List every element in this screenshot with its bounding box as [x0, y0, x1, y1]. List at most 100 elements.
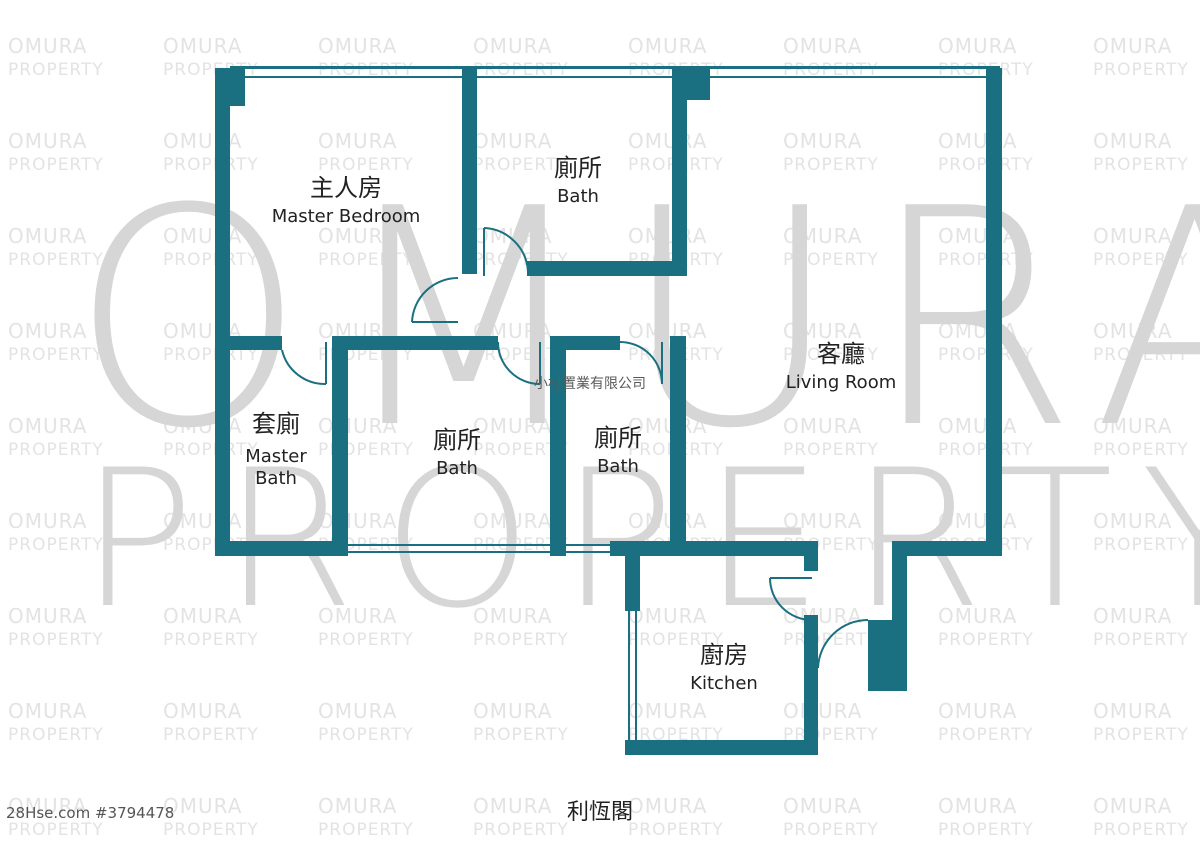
doors-and-windows — [281, 227, 869, 740]
kitchen-label: 廚房 Kitchen — [664, 641, 784, 695]
listing-id: 28Hse.com #3794478 — [6, 804, 175, 822]
watermark-tile-line1: OMURA — [783, 509, 863, 533]
watermark-tile-line1: OMURA — [1093, 34, 1173, 58]
watermark-tile-line1: OMURA — [938, 129, 1018, 153]
watermark-tile-line2: PROPERTY — [938, 630, 1034, 650]
watermark-tile-line1: OMURA — [938, 604, 1018, 628]
watermark-tile-line1: OMURA — [938, 699, 1018, 723]
watermark-tile-line2: PROPERTY — [318, 820, 414, 840]
watermark-tile-line2: PROPERTY — [8, 155, 104, 175]
watermark-tile-line1: OMURA — [1093, 794, 1173, 818]
watermark-tile-line1: OMURA — [473, 509, 553, 533]
watermark-tile-line2: PROPERTY — [1093, 250, 1189, 270]
watermark-tile-line2: PROPERTY — [938, 345, 1034, 365]
watermark-tile-line1: OMURA — [1093, 224, 1173, 248]
watermark-tile-line2: PROPERTY — [8, 820, 104, 840]
watermark-tile-line1: OMURA — [783, 224, 863, 248]
watermark-tile-line1: OMURA — [783, 699, 863, 723]
walls — [215, 66, 1002, 755]
watermark-tile-line2: PROPERTY — [318, 725, 414, 745]
watermark-tile-line2: PROPERTY — [1093, 155, 1189, 175]
watermark-tile-line2: PROPERTY — [163, 820, 259, 840]
watermark-tile-line2: PROPERTY — [1093, 60, 1189, 80]
kitchen-zh: 廚房 — [700, 641, 748, 669]
watermark-tile-line2: PROPERTY — [1093, 820, 1189, 840]
watermark-tile-line1: OMURA — [783, 34, 863, 58]
watermark-tile-line2: PROPERTY — [8, 60, 104, 80]
watermark-tile-line1: OMURA — [318, 699, 398, 723]
watermark-tile-line1: OMURA — [8, 509, 88, 533]
master-bedroom-zh: 主人房 — [310, 174, 382, 202]
watermark-tile-line1: OMURA — [8, 604, 88, 628]
watermark-tile-line1: OMURA — [473, 699, 553, 723]
watermark-tile-line1: OMURA — [318, 794, 398, 818]
watermark-tile-line1: OMURA — [628, 319, 708, 343]
master-bath-label: 套廁 Master Bath — [230, 410, 322, 490]
bath-top-zh: 廁所 — [554, 154, 602, 182]
watermark-tile-line1: OMURA — [628, 414, 708, 438]
watermark-tile-line2: PROPERTY — [163, 725, 259, 745]
watermark-tile-line1: OMURA — [938, 224, 1018, 248]
watermark-tile-line2: PROPERTY — [473, 630, 569, 650]
watermark-tile-line1: OMURA — [318, 224, 398, 248]
watermark-tile-line2: PROPERTY — [1093, 535, 1189, 555]
watermark-tile-line2: PROPERTY — [628, 820, 724, 840]
watermark-tile-line1: OMURA — [473, 414, 553, 438]
watermark-tile-line2: PROPERTY — [938, 725, 1034, 745]
watermark-tile-line1: OMURA — [8, 319, 88, 343]
watermark-tile-line2: PROPERTY — [1093, 630, 1189, 650]
watermark-tile-line1: OMURA — [1093, 129, 1173, 153]
watermark-tile-line1: OMURA — [938, 794, 1018, 818]
bath-right-label: 廁所 Bath — [568, 424, 668, 478]
watermark-tile-line1: OMURA — [783, 414, 863, 438]
watermark-tile-line2: PROPERTY — [938, 155, 1034, 175]
watermark-tile-line1: OMURA — [628, 509, 708, 533]
watermark-tile-line2: PROPERTY — [163, 440, 259, 460]
agency-stamp: 小村置業有限公司 — [534, 376, 646, 392]
master-bath-en1: Master — [245, 446, 307, 467]
watermark-tile-line1: OMURA — [318, 509, 398, 533]
living-room-zh: 客廳 — [817, 340, 865, 368]
watermark-tile-line2: PROPERTY — [1093, 725, 1189, 745]
watermark-tile-line2: PROPERTY — [1093, 345, 1189, 365]
master-bedroom-label: 主人房 Master Bedroom — [246, 174, 446, 228]
watermark-tile-line2: PROPERTY — [783, 60, 879, 80]
bath-right-zh: 廁所 — [594, 424, 642, 452]
bath-right-en: Bath — [597, 456, 639, 477]
bath-middle-label: 廁所 Bath — [407, 426, 507, 480]
watermark-tile-line1: OMURA — [318, 34, 398, 58]
watermark-tile-line2: PROPERTY — [318, 630, 414, 650]
watermark-tile-line2: PROPERTY — [8, 440, 104, 460]
bath-middle-en: Bath — [436, 458, 478, 479]
watermark-tile-line2: PROPERTY — [163, 155, 259, 175]
bath-top-label: 廁所 Bath — [528, 154, 628, 208]
watermark-tile-line1: OMURA — [163, 604, 243, 628]
watermark-tile-line1: OMURA — [8, 699, 88, 723]
watermark-tile-line2: PROPERTY — [318, 250, 414, 270]
watermark-tile-line1: OMURA — [628, 129, 708, 153]
